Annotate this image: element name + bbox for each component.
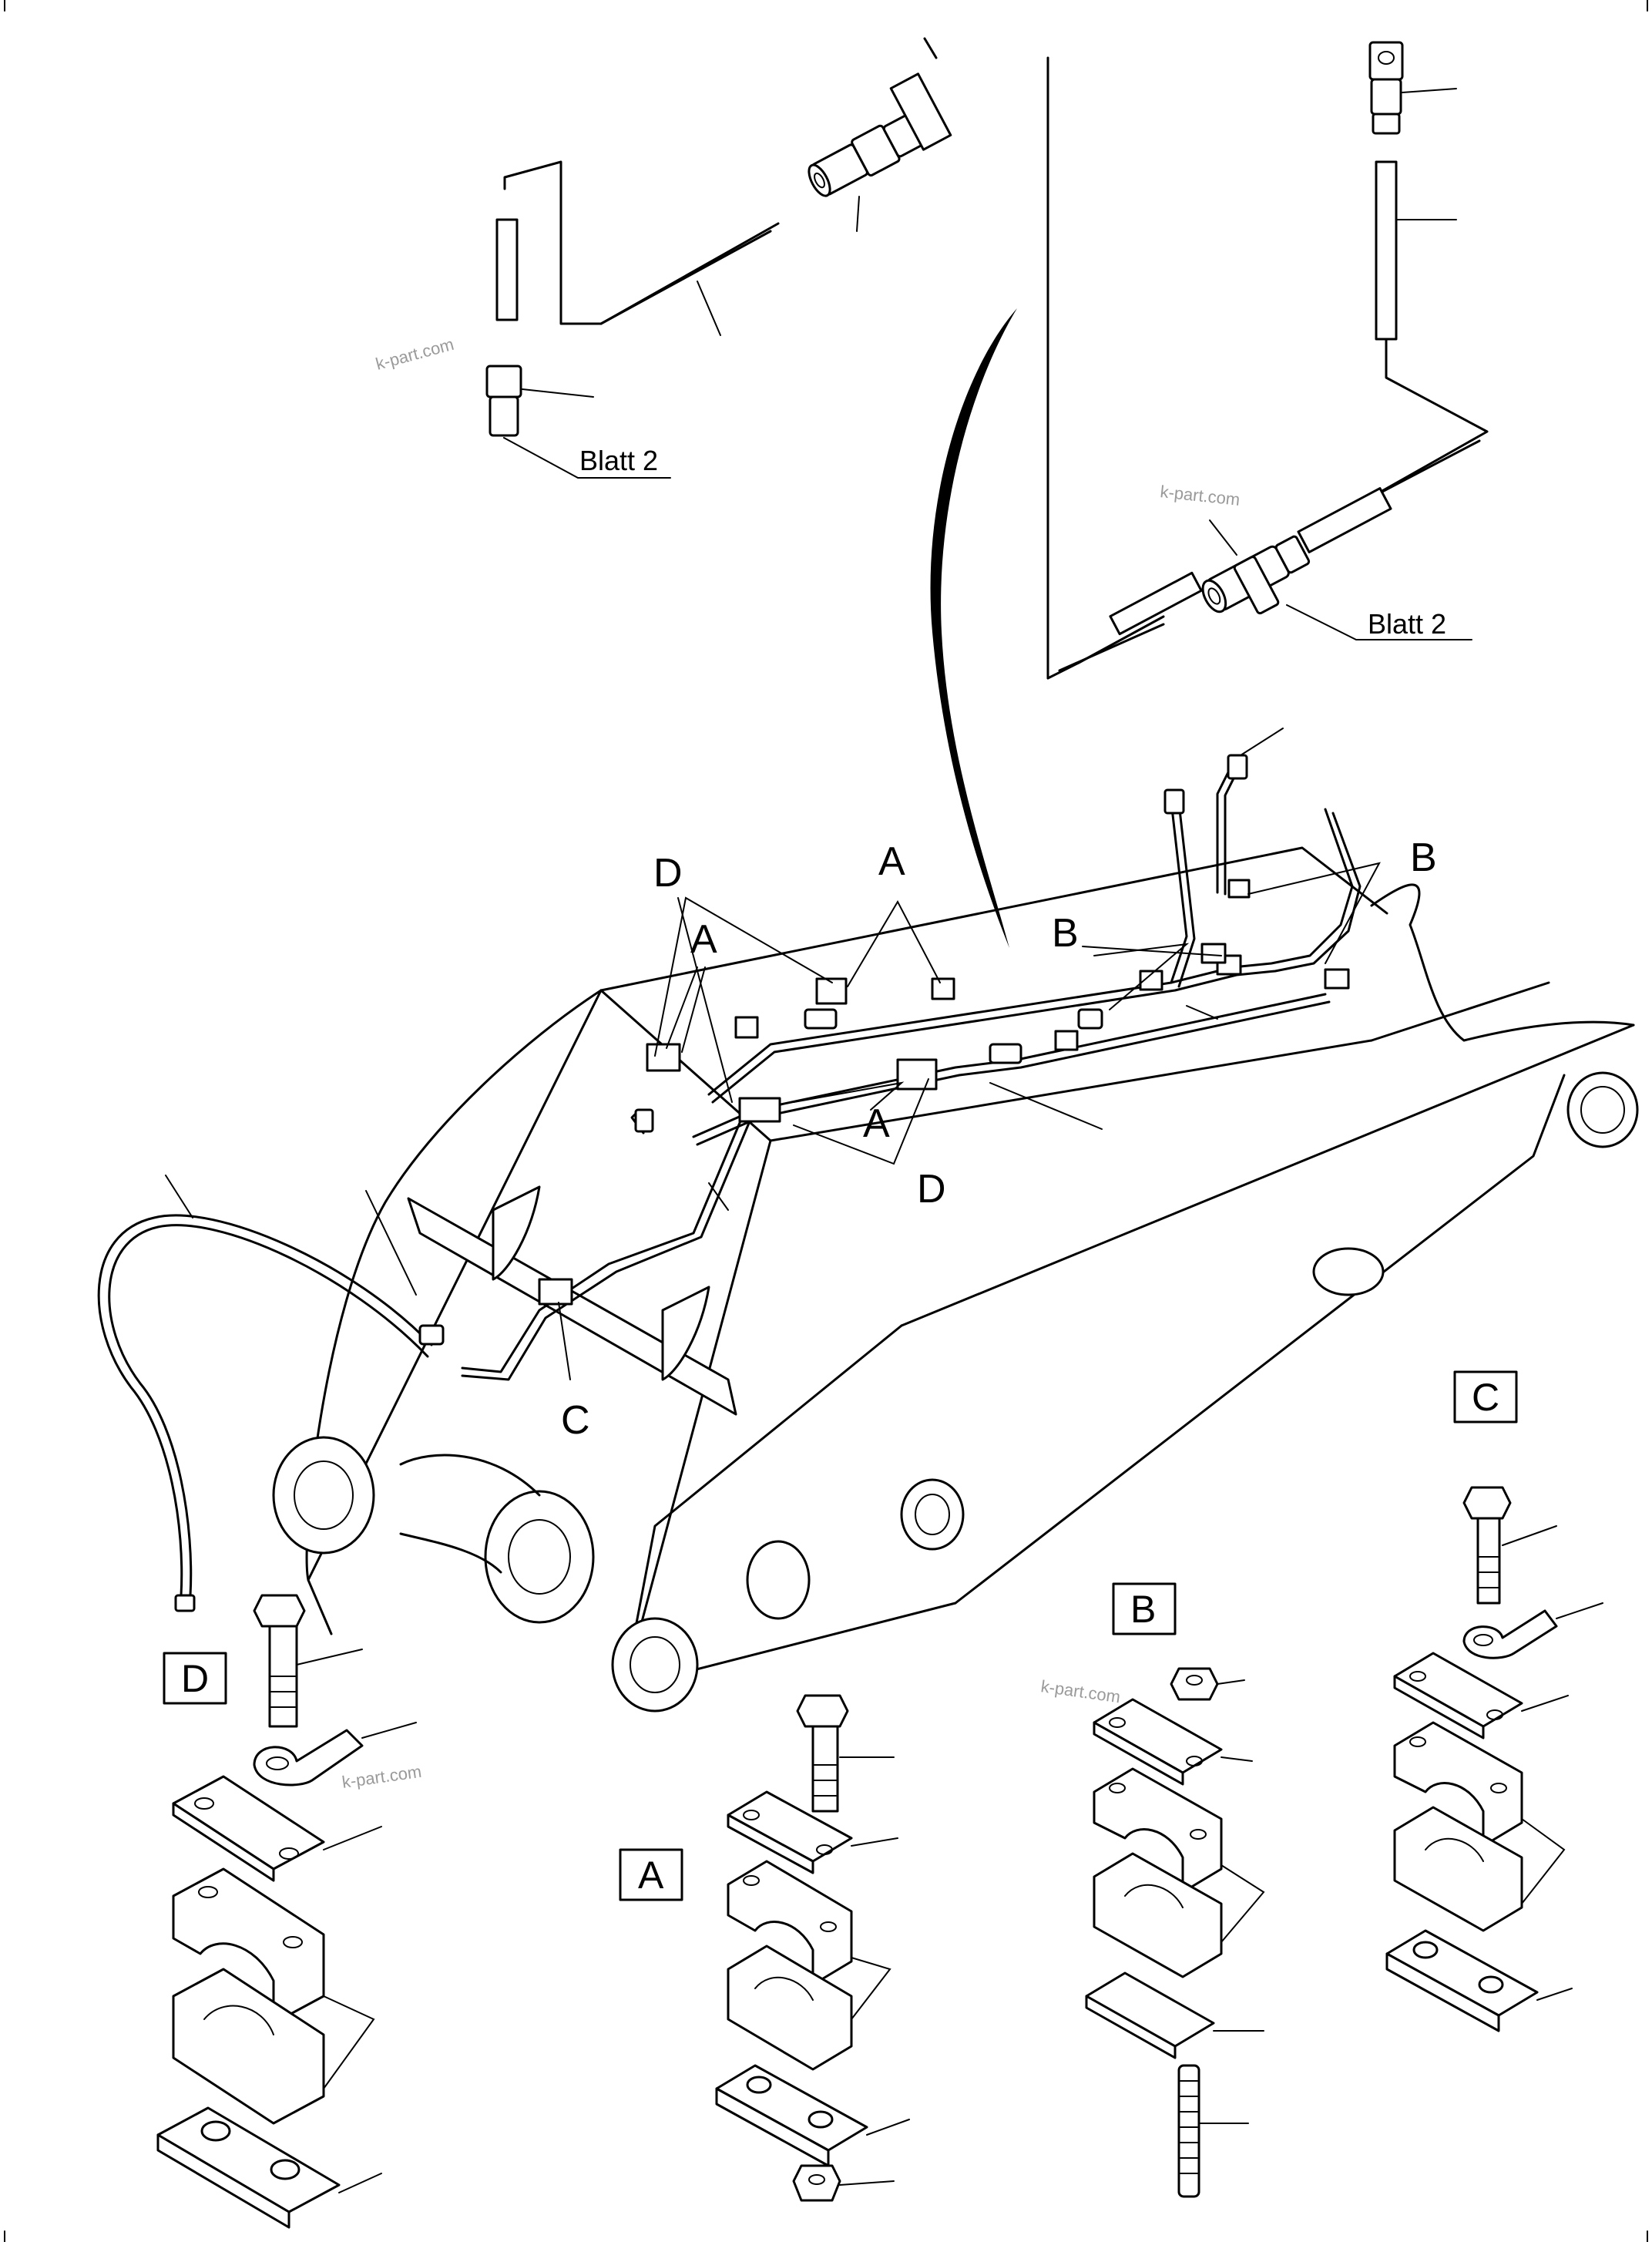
detail-box-d xyxy=(163,1652,227,1705)
detail-box-a-label: A xyxy=(638,1854,664,1897)
boom-tubing xyxy=(97,728,1362,1612)
callout-d-lower: D xyxy=(917,1167,946,1212)
pipe-detail-left: Blatt 2 k-part.com xyxy=(374,37,1165,680)
callout-c: C xyxy=(561,1398,590,1443)
corner-marks xyxy=(4,0,1648,2242)
callout-a-left: A xyxy=(690,917,717,962)
detail-b: B k-part.com xyxy=(1039,1582,1265,2198)
detail-box-b-label: B xyxy=(1130,1588,1156,1631)
detail-box-d-label: D xyxy=(181,1657,209,1700)
boom-arm xyxy=(272,846,1639,1713)
watermark-2: k-part.com xyxy=(1159,482,1241,509)
callout-leaders xyxy=(558,862,1381,1380)
detail-c: C xyxy=(1385,1370,1603,2032)
watermark: k-part.com xyxy=(374,334,456,374)
leader-sweep xyxy=(930,308,1017,948)
detail-d: D k-part.com xyxy=(156,1594,423,2229)
sheet-ref-left: Blatt 2 xyxy=(579,445,658,476)
detail-box-b xyxy=(1112,1582,1177,1635)
detail-box-a xyxy=(619,1848,683,1901)
detail-box-c xyxy=(1453,1370,1518,1424)
detail-a: A xyxy=(619,1694,910,2202)
watermark-4: k-part.com xyxy=(1039,1676,1121,1706)
callout-b-right: B xyxy=(1410,835,1437,880)
sheet-ref-right: Blatt 2 xyxy=(1368,608,1446,640)
callout-a-lower: A xyxy=(863,1101,890,1146)
watermark-3: k-part.com xyxy=(341,1762,422,1792)
detail-box-c-label: C xyxy=(1472,1376,1499,1419)
callout-d-upper: D xyxy=(653,851,683,896)
callout-a-top: A xyxy=(878,839,905,884)
pipe-detail-right: Blatt 2 k-part.com xyxy=(1109,41,1489,640)
boom-callouts: D A A B B A D C xyxy=(561,835,1437,1443)
callout-b-center: B xyxy=(1052,911,1079,956)
